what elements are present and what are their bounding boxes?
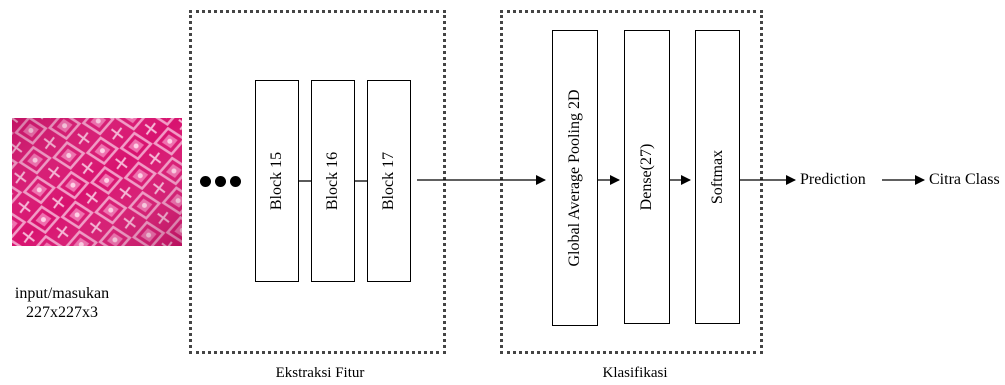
ellipsis-dots	[200, 176, 242, 190]
input-label-line1: input/masukan	[14, 285, 110, 302]
feature-extraction-group-label: Ekstraksi Fitur	[275, 365, 365, 381]
classification-group	[500, 10, 763, 354]
input-label: input/masukan 227x227x3	[6, 284, 118, 322]
input-image	[12, 118, 182, 246]
feature-extraction-group	[189, 10, 446, 354]
block-15-label: Block 15	[268, 151, 285, 211]
block-16: Block 16	[311, 80, 355, 282]
citra-class-label: Citra Class	[929, 171, 1000, 188]
block-17-label: Block 17	[380, 151, 397, 211]
block-17: Block 17	[367, 80, 411, 282]
ellipsis-dot	[200, 176, 211, 187]
global-average-pooling-label: Global Average Pooling 2D	[566, 89, 583, 267]
block-15: Block 15	[255, 80, 299, 282]
prediction-label: Prediction	[800, 171, 866, 188]
softmax-label: Softmax	[708, 149, 726, 205]
dense-label: Dense(27)	[638, 143, 655, 211]
ellipsis-dot	[230, 176, 241, 187]
classification-group-label: Klasifikasi	[602, 365, 668, 381]
global-average-pooling-block: Global Average Pooling 2D	[552, 30, 598, 326]
softmax-block: Softmax	[695, 30, 740, 324]
input-size-label: 227x227x3	[26, 304, 98, 321]
block-16-label: Block 16	[324, 151, 341, 211]
dense-block: Dense(27)	[624, 30, 670, 324]
ellipsis-dot	[215, 176, 226, 187]
